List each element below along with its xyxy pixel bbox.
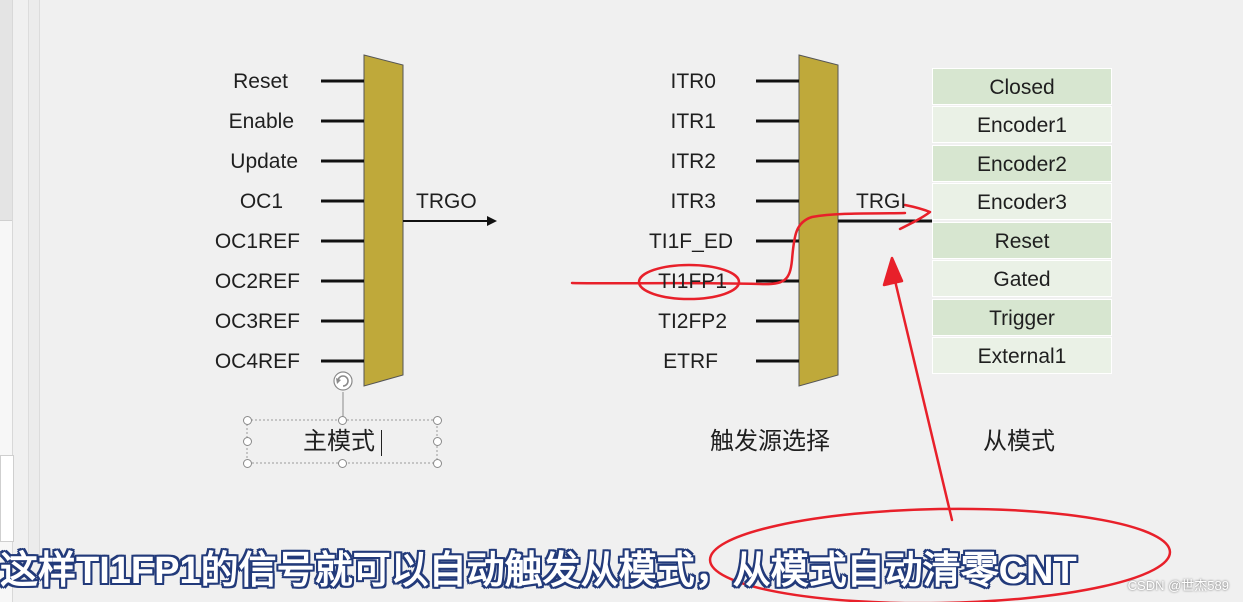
master-input-label: OC1REF	[214, 230, 300, 253]
subtitle-circle-annotation	[708, 507, 1172, 602]
master-input-label: OC4REF	[214, 350, 300, 373]
trigger-input-label: TI1FP1	[658, 270, 727, 293]
resize-handle[interactable]	[338, 416, 347, 425]
signal-path-annotation	[570, 211, 907, 286]
master-input-label: Update	[230, 150, 298, 173]
red-pointer-arrowhead	[882, 256, 904, 287]
slave-mode-caption: 从模式	[983, 428, 1055, 455]
master-input-label: OC2REF	[214, 270, 300, 293]
master-input-label: Enable	[228, 110, 294, 133]
master-input-lines	[321, 79, 364, 363]
trigger-input-label: ITR0	[670, 70, 716, 93]
master-mode-caption[interactable]: 主模式	[303, 428, 375, 455]
master-input-label: OC1	[239, 190, 283, 213]
trigger-input-label: ITR3	[670, 190, 716, 213]
trigger-input-label: ITR1	[670, 110, 716, 133]
trigger-input-lines	[756, 79, 799, 363]
trigger-input-label: ETRF	[663, 350, 718, 373]
master-input-label: Reset	[233, 70, 288, 93]
trgi-label: TRGI	[856, 190, 907, 213]
text-cursor	[381, 430, 382, 456]
slave-mode-cell[interactable]: External1	[932, 337, 1112, 374]
slave-mode-cell[interactable]: Gated	[932, 260, 1112, 297]
trigger-mux-block[interactable]	[798, 54, 839, 387]
ti1fp1-circle-annotation	[637, 263, 741, 301]
master-input-label: OC3REF	[214, 310, 300, 333]
trigger-input-label: ITR2	[670, 150, 716, 173]
resize-handle[interactable]	[433, 459, 442, 468]
resize-handle[interactable]	[243, 416, 252, 425]
slave-mode-cell[interactable]: Encoder1	[932, 106, 1112, 143]
side-document-preview[interactable]	[0, 455, 14, 542]
resize-handle[interactable]	[433, 416, 442, 425]
trgo-arrowhead	[487, 216, 497, 226]
panel-splitter[interactable]	[28, 0, 40, 560]
red-pointer-line	[890, 266, 954, 522]
slave-mode-cell[interactable]: Trigger	[932, 299, 1112, 336]
slave-mode-cell[interactable]: Encoder2	[932, 145, 1112, 182]
rotate-handle-icon[interactable]	[333, 371, 353, 391]
thumbnail-panel[interactable]	[0, 0, 13, 602]
trgi-arrow-annotation	[898, 203, 932, 231]
video-subtitle: 这样TI1FP1的信号就可以自动触发从模式，从模式自动清零CNT	[0, 550, 1077, 592]
thumbnail-item[interactable]	[0, 100, 12, 221]
trigger-select-caption: 触发源选择	[710, 428, 830, 455]
slave-mode-cell[interactable]: Closed	[932, 68, 1112, 105]
resize-handle[interactable]	[338, 459, 347, 468]
trigger-input-label: TI1F_ED	[648, 230, 733, 253]
master-mux-block[interactable]	[363, 54, 404, 387]
watermark: CSDN @世杰589	[1127, 578, 1229, 593]
slave-mode-cell[interactable]: Reset	[932, 222, 1112, 259]
resize-handle[interactable]	[243, 437, 252, 446]
resize-handle[interactable]	[243, 459, 252, 468]
slave-mode-cell[interactable]: Encoder3	[932, 183, 1112, 220]
resize-handle[interactable]	[433, 437, 442, 446]
trgo-label: TRGO	[416, 190, 477, 213]
trigger-input-label: TI2FP2	[658, 310, 727, 333]
